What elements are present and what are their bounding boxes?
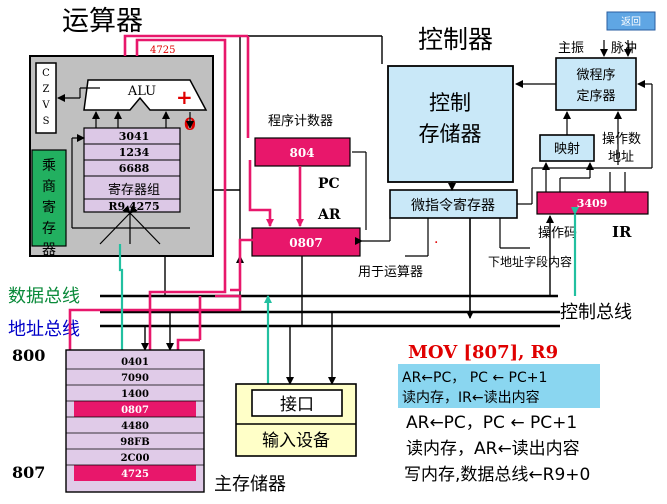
return-button-label: 返回 <box>621 16 641 28</box>
control-store-line1: 控制 <box>429 91 471 115</box>
alu-section-title: 运算器 <box>62 6 143 37</box>
sequencer-line1: 微程序 <box>576 68 615 83</box>
ir-value: 3409 <box>577 197 608 210</box>
mul-div-char: 乘 <box>42 158 56 174</box>
ir-label: IR <box>612 223 632 241</box>
interface-label: 接口 <box>280 395 314 415</box>
memory-cell-value: 4725 <box>121 469 149 480</box>
operand-line2: 地址 <box>608 150 634 165</box>
exec-step-2: 读内存，AR←读出内容 <box>406 439 580 459</box>
ir-register <box>536 191 649 215</box>
ar-value: 0807 <box>289 236 322 250</box>
pc-caption: 程序计数器 <box>268 114 333 129</box>
input-device-label: 输入设备 <box>262 431 330 451</box>
pc-value: 804 <box>289 146 314 160</box>
fetch-cycle-box <box>398 364 600 408</box>
mul-div-char: 器 <box>42 242 56 258</box>
memory-cell-value: 0401 <box>121 357 149 368</box>
next-address-label: 下地址字段内容 <box>488 254 572 269</box>
instruction-heading: MOV [807], R9 <box>408 342 558 363</box>
svg-text:·: · <box>434 235 438 251</box>
pc-register <box>254 137 351 167</box>
data-bus-label: 数据总线 <box>8 286 80 307</box>
fetch-step-2: 读内存，IR←读出内容 <box>402 389 540 406</box>
memory-start-address: 800 <box>12 346 45 365</box>
memory-end-address: 807 <box>12 463 45 482</box>
alu-plus-sign: + <box>176 85 193 109</box>
register-group-label: 寄存器组 <box>108 182 160 198</box>
micro-ir-label: 微指令寄存器 <box>411 197 495 214</box>
mapping-box <box>539 134 595 162</box>
memory-cell-value: 0807 <box>121 405 149 416</box>
mul-div-register <box>31 149 67 247</box>
register-value-3: 6688 <box>119 162 150 175</box>
micro-sequencer <box>555 57 637 111</box>
memory-cell-value: 4480 <box>121 421 149 432</box>
ar-register <box>251 227 361 257</box>
memory-cell-value: 1400 <box>121 389 149 400</box>
mul-div-char: 存 <box>42 221 56 237</box>
mul-div-char: 寄 <box>42 199 56 216</box>
memory-cell-value: 2C00 <box>121 453 150 464</box>
main-clock-label: 主振 <box>558 41 584 56</box>
memory-cell-value: 98FB <box>120 437 149 448</box>
mul-div-char: 商 <box>42 179 56 195</box>
for-alu-caption: 用于运算器 <box>358 265 423 280</box>
pc-label: PC <box>318 176 340 192</box>
red-write-path <box>135 38 227 470</box>
mapping-label: 映射 <box>554 141 580 157</box>
interface-box <box>251 389 343 417</box>
alu-label: ALU <box>127 84 156 99</box>
flag-s: S <box>43 116 50 127</box>
alu-result-value: 4725 <box>150 45 175 56</box>
alu-shape <box>83 79 208 111</box>
register-group <box>83 127 181 213</box>
ar-label: AR <box>317 207 341 223</box>
memory-cell-highlight <box>74 401 196 417</box>
memory-cells: 0401 7090 1400 0807 4480 98FB 2C00 4725 <box>66 357 204 481</box>
operand-line1: 操作数 <box>602 131 641 147</box>
micro-instruction-register <box>389 189 518 219</box>
exec-step-1: AR←PC，PC ← PC+1 <box>406 413 577 433</box>
sequencer-line2: 定序器 <box>576 89 615 104</box>
flag-v: V <box>41 100 50 111</box>
exec-step-3: 写内存,数据总线←R9+0 <box>404 465 590 485</box>
control-store-line2: 存储器 <box>419 122 482 146</box>
register-value-1: 3041 <box>119 130 150 143</box>
fetch-step-1: AR←PC， PC ← PC+1 <box>402 370 547 386</box>
controller-title: 控制器 <box>418 25 493 54</box>
register-value-2: 1234 <box>119 146 150 159</box>
pulse-label: 脉冲 <box>611 41 637 56</box>
flags-box <box>35 62 57 134</box>
control-bus-label: 控制总线 <box>560 302 632 323</box>
main-memory-label: 主存储器 <box>214 474 286 495</box>
flag-c: C <box>42 68 50 79</box>
memory-cell-highlight <box>74 465 196 481</box>
return-button[interactable] <box>606 11 656 31</box>
memory-cell-value: 7090 <box>121 373 149 384</box>
opcode-label: 操作码 <box>538 225 577 241</box>
flag-z: Z <box>43 84 50 95</box>
address-bus-label: 地址总线 <box>8 319 80 340</box>
control-store <box>387 65 514 183</box>
register-r9: R9 4275 <box>108 200 159 213</box>
